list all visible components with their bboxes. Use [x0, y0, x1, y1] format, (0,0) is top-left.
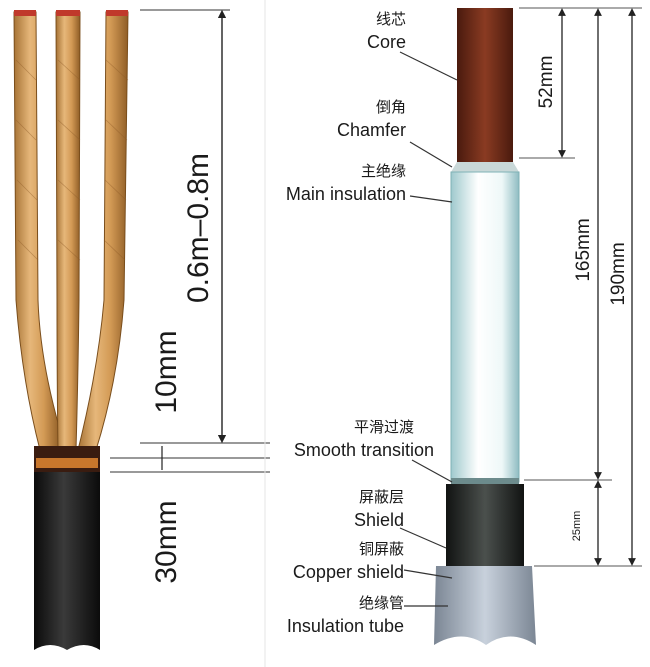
- insulation-tube-label-en: Insulation tube: [287, 616, 404, 636]
- chamfer-label-zh: 倒角: [376, 98, 406, 116]
- core-conductor: [457, 8, 513, 162]
- smooth-transition-label-zh: 平滑过渡: [354, 418, 414, 436]
- main-insulation-label-zh: 主绝缘: [361, 162, 406, 180]
- smooth-transition-label-en: Smooth transition: [294, 440, 434, 460]
- chamfer-leader-line: [409, 141, 453, 168]
- insulation-length-label: 165mm: [573, 218, 594, 281]
- cable-core-right: [77, 11, 129, 451]
- cable-core-middle: [55, 11, 81, 451]
- smooth-transition-zone: [451, 478, 519, 486]
- smooth-transition-leader-line: [411, 459, 453, 483]
- total-length-label: 190mm: [608, 242, 629, 305]
- right-termination-drawing: 52mm 165mm 190mm 25mm 线芯 Core 倒角 Chamfer…: [286, 7, 642, 645]
- main-insulation-label-en: Main insulation: [286, 184, 406, 204]
- insulation-tube-label-zh: 绝缘管: [359, 594, 404, 612]
- cable-core-left: [13, 11, 61, 451]
- insulation-tube: [434, 566, 536, 645]
- core-cap-middle: [56, 10, 80, 16]
- shield-leader-line: [399, 527, 447, 549]
- copper-shield-label-en: Copper shield: [293, 562, 404, 582]
- shield-label-en: Shield: [354, 510, 404, 530]
- copper-shield-leader-line: [403, 569, 453, 579]
- shield-layer: [446, 484, 524, 566]
- transition-band-label: 10mm: [150, 330, 183, 413]
- copper-shield-label-zh: 铜屏蔽: [359, 540, 404, 558]
- shield-length-label: 25mm: [571, 511, 583, 542]
- left-cable-drawing: 0.6m–0.8m 10mm 30mm: [13, 9, 270, 650]
- core-cap-left: [14, 10, 36, 16]
- shield-label-zh: 屏蔽层: [359, 488, 404, 506]
- copper-tape-band: [36, 458, 98, 468]
- main-insulation-body: [450, 171, 520, 483]
- chamfer-label-en: Chamfer: [337, 120, 406, 140]
- core-label-zh: 线芯: [376, 10, 406, 28]
- core-chamfer: [451, 162, 519, 172]
- core-label-en: Core: [367, 32, 406, 52]
- outer-sheath: [34, 472, 100, 650]
- sheath-length-label: 30mm: [150, 500, 183, 583]
- branch-length-label: 0.6m–0.8m: [182, 153, 215, 303]
- main-insulation-leader-line: [409, 195, 453, 203]
- core-cap-right: [106, 10, 128, 16]
- core-length-label: 52mm: [536, 56, 557, 109]
- core-leader-line: [399, 51, 458, 81]
